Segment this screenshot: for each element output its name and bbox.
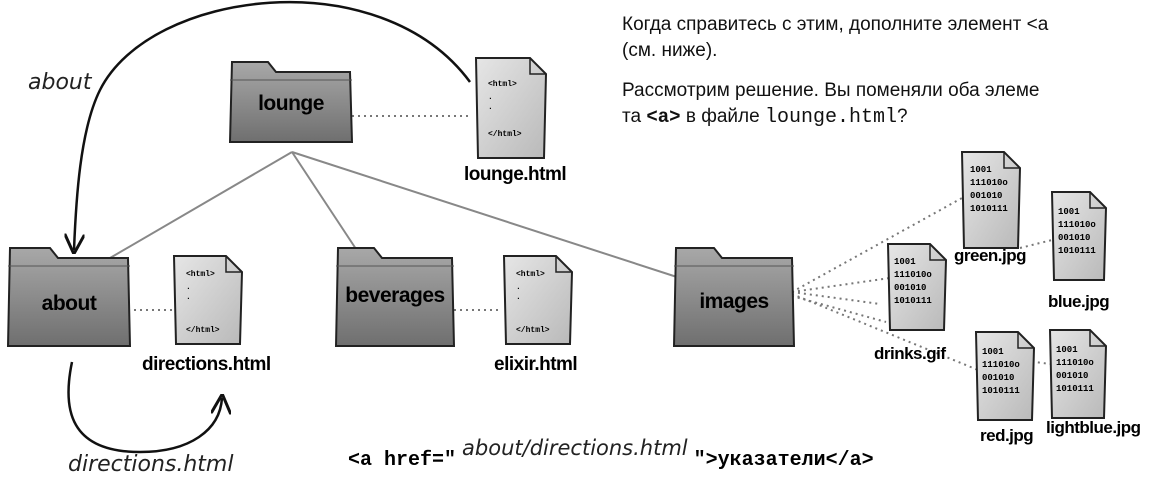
file-green-label: green.jpg	[954, 246, 1027, 265]
img-blue-shape	[1050, 191, 1108, 281]
doc-directions-close: </html>	[186, 326, 220, 335]
doc-directions-shape	[172, 255, 244, 345]
code-prefix: <a href="	[348, 449, 457, 472]
img-drinks-shape	[886, 243, 948, 331]
doc-lounge-open: <html>	[488, 80, 517, 89]
img-red-shape	[974, 331, 1036, 421]
instruction-line-4: та <a> в файле lounge.html?	[622, 106, 908, 129]
tree-lines	[109, 151, 681, 279]
dotted-connectors	[128, 115, 1053, 371]
folder-beverages-shape	[334, 247, 456, 347]
file-drinks-label: drinks.gif	[874, 344, 946, 363]
file-blue-label: blue.jpg	[1048, 292, 1110, 311]
file-red-label: red.jpg	[980, 426, 1034, 445]
file-elixir-label: elixir.html	[494, 354, 578, 375]
folder-lounge-label: lounge	[258, 92, 324, 115]
lounge-filename-mono: lounge.html	[764, 106, 897, 129]
folder-lounge-shape	[228, 61, 354, 143]
instruction-line-2: (см. ниже).	[622, 40, 718, 61]
doc-lounge-shape	[474, 57, 548, 159]
folder-about-shape	[6, 247, 132, 347]
line-lounge-images	[291, 151, 681, 279]
code-suffix: ">указатели</a>	[693, 449, 874, 472]
instruction-line-1: Когда справитесь с этим, дополните элеме…	[622, 14, 1049, 35]
file-directions-label: directions.html	[142, 354, 271, 375]
code-line: <a href="about/directions.html">указател…	[348, 436, 874, 472]
about-arrow	[74, 1, 472, 250]
a-tag-text: <a>	[646, 106, 681, 128]
folder-about-label: about	[41, 292, 97, 315]
file-lightblue-label: lightblue.jpg	[1046, 418, 1141, 437]
img-lightblue-shape	[1048, 329, 1108, 419]
doc-elixir-shape	[502, 255, 574, 345]
doc-elixir-close: </html>	[516, 326, 550, 335]
folder-images-shape	[672, 247, 796, 347]
about-annotation: about	[28, 70, 92, 95]
directions-annotation: directions.html	[68, 452, 234, 477]
folder-beverages-label: beverages	[345, 284, 445, 307]
instruction-line-3: Рассмотрим решение. Вы поменяли оба элем…	[622, 80, 1040, 101]
line-lounge-beverages	[291, 151, 359, 253]
line-lounge-about	[109, 151, 293, 259]
doc-lounge-close: </html>	[488, 130, 522, 139]
directions-arrow	[67, 361, 222, 454]
file-lounge-label: lounge.html	[464, 164, 567, 185]
folder-images-label: images	[699, 290, 769, 313]
img-green-shape	[960, 151, 1022, 249]
doc-directions-open: <html>	[186, 270, 215, 279]
code-handwritten-href: about/directions.html	[462, 436, 688, 460]
doc-elixir-open: <html>	[516, 270, 545, 279]
